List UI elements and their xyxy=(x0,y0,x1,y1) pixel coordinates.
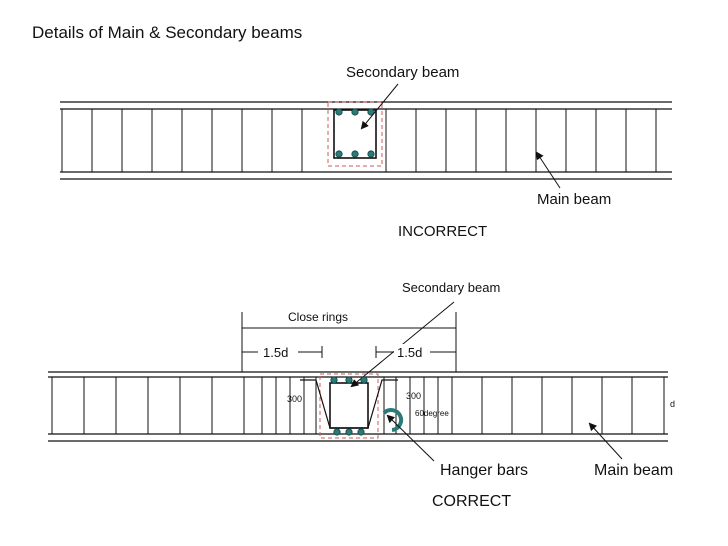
rebar-bar xyxy=(333,428,341,436)
hanger-bend xyxy=(382,408,404,432)
right-zone-label: 1.5d xyxy=(397,345,422,360)
top-main-beam xyxy=(60,101,672,180)
hanger-bar-shape xyxy=(300,379,398,429)
right-dim-label: 300 xyxy=(406,391,421,401)
top-main-arrow xyxy=(535,151,561,189)
bottom-secondary-beam-label: Secondary beam xyxy=(402,280,500,295)
left-zone-label-bg xyxy=(258,344,298,360)
top-main-beam-label: Main beam xyxy=(537,191,611,208)
top-rebar-bars xyxy=(335,108,375,158)
close-rings-label: Close rings xyxy=(288,310,348,324)
bottom-stirrups xyxy=(51,377,665,434)
left-zone-label: 1.5d xyxy=(263,345,288,360)
rebar-bar xyxy=(351,108,359,116)
rebar-bar xyxy=(357,428,365,436)
top-verdict: INCORRECT xyxy=(398,223,487,240)
hanger-bars-label: Hanger bars xyxy=(440,462,528,479)
rebar-bar xyxy=(360,376,368,384)
rebar-bar xyxy=(330,376,338,384)
rebar-bar xyxy=(367,108,375,116)
right-zone-label-bg xyxy=(394,344,430,360)
top-secondary-beam-label: Secondary beam xyxy=(346,64,459,81)
rebar-bar xyxy=(345,428,353,436)
depth-label: d xyxy=(670,399,675,409)
bottom-dashed-outline xyxy=(319,373,379,439)
top-secondary-beam-section xyxy=(327,101,383,167)
top-stirrups xyxy=(61,109,657,172)
rebar-bar xyxy=(351,150,359,158)
close-rings-dimension xyxy=(241,312,457,372)
bottom-main-arrow xyxy=(588,422,623,460)
rebar-bar xyxy=(367,150,375,158)
bottom-ring xyxy=(329,382,369,429)
rebar-bar xyxy=(335,150,343,158)
left-dim-label: 300 xyxy=(287,394,302,404)
bottom-rebar-bars xyxy=(330,376,368,436)
rebar-bar xyxy=(335,108,343,116)
bottom-secondary-beam-section xyxy=(300,373,404,439)
rebar-bar xyxy=(345,376,353,384)
hanger-bars-arrow xyxy=(386,414,435,462)
angle-label: 60degree xyxy=(415,409,449,418)
bottom-main-beam xyxy=(48,371,668,442)
top-secondary-arrow xyxy=(360,83,399,130)
diagram-title: Details of Main & Secondary beams xyxy=(32,23,302,42)
top-dashed-outline xyxy=(327,101,383,167)
bottom-verdict: CORRECT xyxy=(432,493,511,510)
bottom-main-beam-label: Main beam xyxy=(594,462,673,479)
